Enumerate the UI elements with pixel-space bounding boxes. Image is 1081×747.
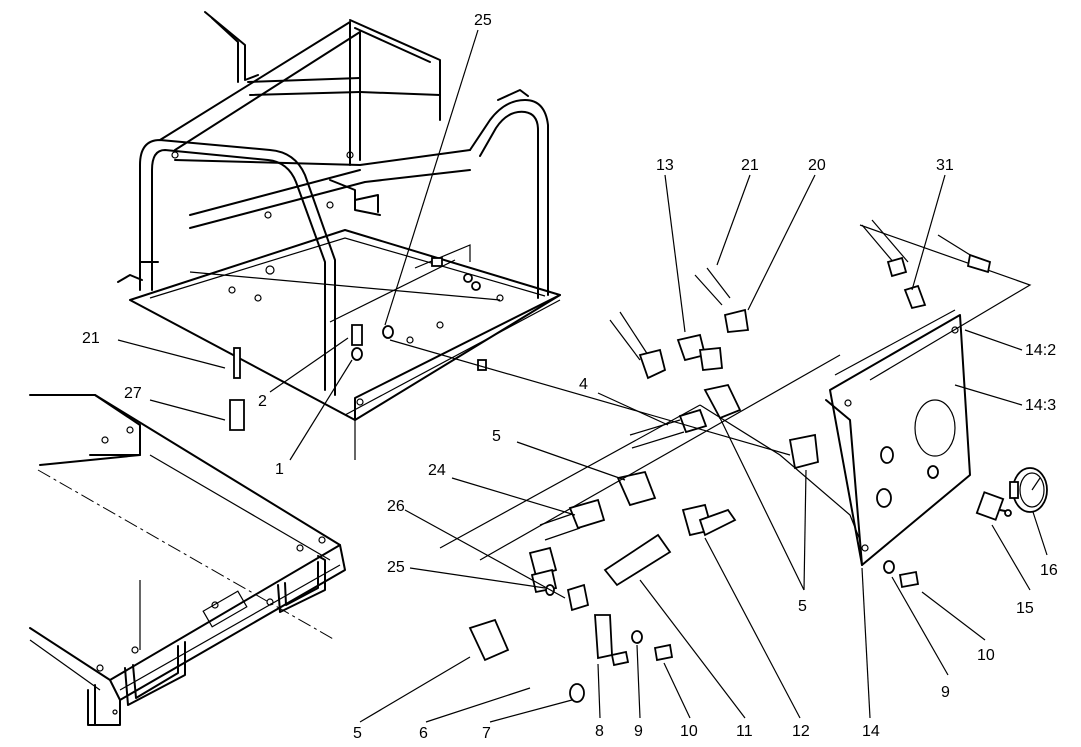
callout-5-bottom: 5: [353, 725, 362, 742]
callout-2: 2: [258, 393, 267, 410]
callout-5-right: 5: [798, 598, 807, 615]
callout-1: 1: [275, 461, 284, 478]
nut: [382, 325, 555, 596]
mounting-bracket: [566, 583, 613, 660]
callout-26: 26: [387, 498, 405, 515]
pressure-gauge: [1009, 467, 1048, 513]
hose-assembly: [539, 219, 992, 541]
callout-6: 6: [419, 725, 428, 742]
tube-extension: [603, 533, 672, 587]
callout-12: 12: [792, 723, 810, 740]
callout-15: 15: [1016, 600, 1034, 617]
callout-5-upper: 5: [492, 428, 501, 445]
callout-14-2: 14:2: [1025, 342, 1056, 359]
callout-8: 8: [595, 723, 604, 740]
callout-25-top: 25: [474, 12, 492, 29]
washer: [351, 347, 895, 703]
callout-4: 4: [579, 376, 588, 393]
callout-7: 7: [482, 725, 491, 742]
callout-31: 31: [936, 157, 954, 174]
control-panel: [825, 224, 1032, 566]
callout-21-left: 21: [82, 330, 100, 347]
callout-11: 11: [736, 723, 753, 740]
callout-21-right: 21: [741, 157, 759, 174]
toggle-switch: [975, 491, 1012, 521]
callout-27: 27: [124, 385, 142, 402]
callout-14: 14: [862, 723, 880, 740]
callout-9-bottom: 9: [634, 723, 643, 740]
callout-20: 20: [808, 157, 826, 174]
coupler-nipple: [389, 339, 861, 561]
callout-10-right: 10: [977, 647, 995, 664]
elbow-fitting: [609, 308, 750, 380]
bolt: [351, 324, 920, 667]
callout-9-right: 9: [941, 684, 950, 701]
leader-lines: [117, 29, 1048, 723]
callout-13: 13: [656, 157, 674, 174]
callout-16: 16: [1040, 562, 1058, 579]
callout-10-bottom: 10: [680, 723, 698, 740]
callout-24: 24: [428, 462, 446, 479]
callout-labels: 25 21 27 2 1 13 21 20 31 14:2 14:3 4 5 2…: [82, 12, 1058, 742]
callout-14-3: 14:3: [1025, 397, 1056, 414]
callout-25-lower: 25: [387, 559, 405, 576]
roll-cage-frame: [117, 11, 561, 421]
grease-fitting: [229, 347, 245, 431]
lower-trailer-frame: [29, 394, 356, 726]
tee-fitting: [468, 383, 819, 662]
